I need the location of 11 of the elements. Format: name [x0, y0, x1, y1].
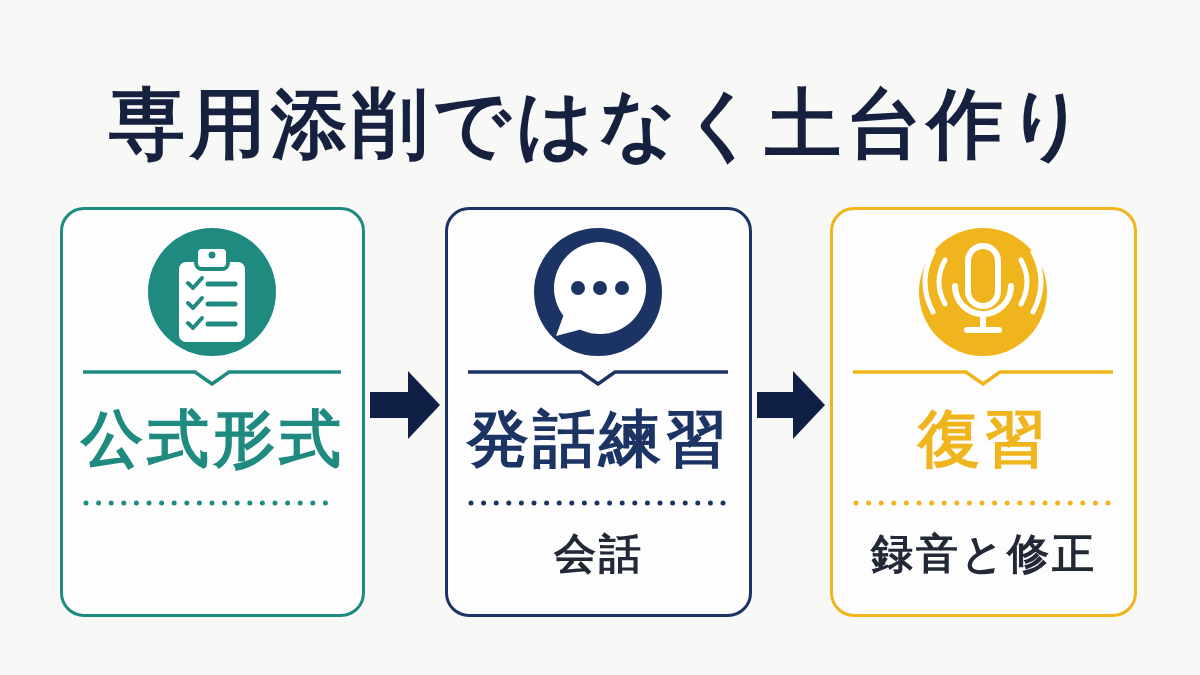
step-heading: 復習	[917, 403, 1050, 475]
step-card	[445, 207, 752, 617]
arrow	[370, 371, 440, 439]
step-card	[830, 207, 1137, 617]
step-heading: 公式形式	[80, 403, 345, 475]
arrow	[757, 371, 825, 439]
step-heading: 発話練習	[466, 403, 731, 475]
step-card	[60, 207, 365, 617]
title: 専用添削ではなく土台作り	[109, 80, 1091, 168]
step-detail: 会話	[553, 530, 644, 579]
step-detail: 録音と修正	[870, 530, 1097, 579]
